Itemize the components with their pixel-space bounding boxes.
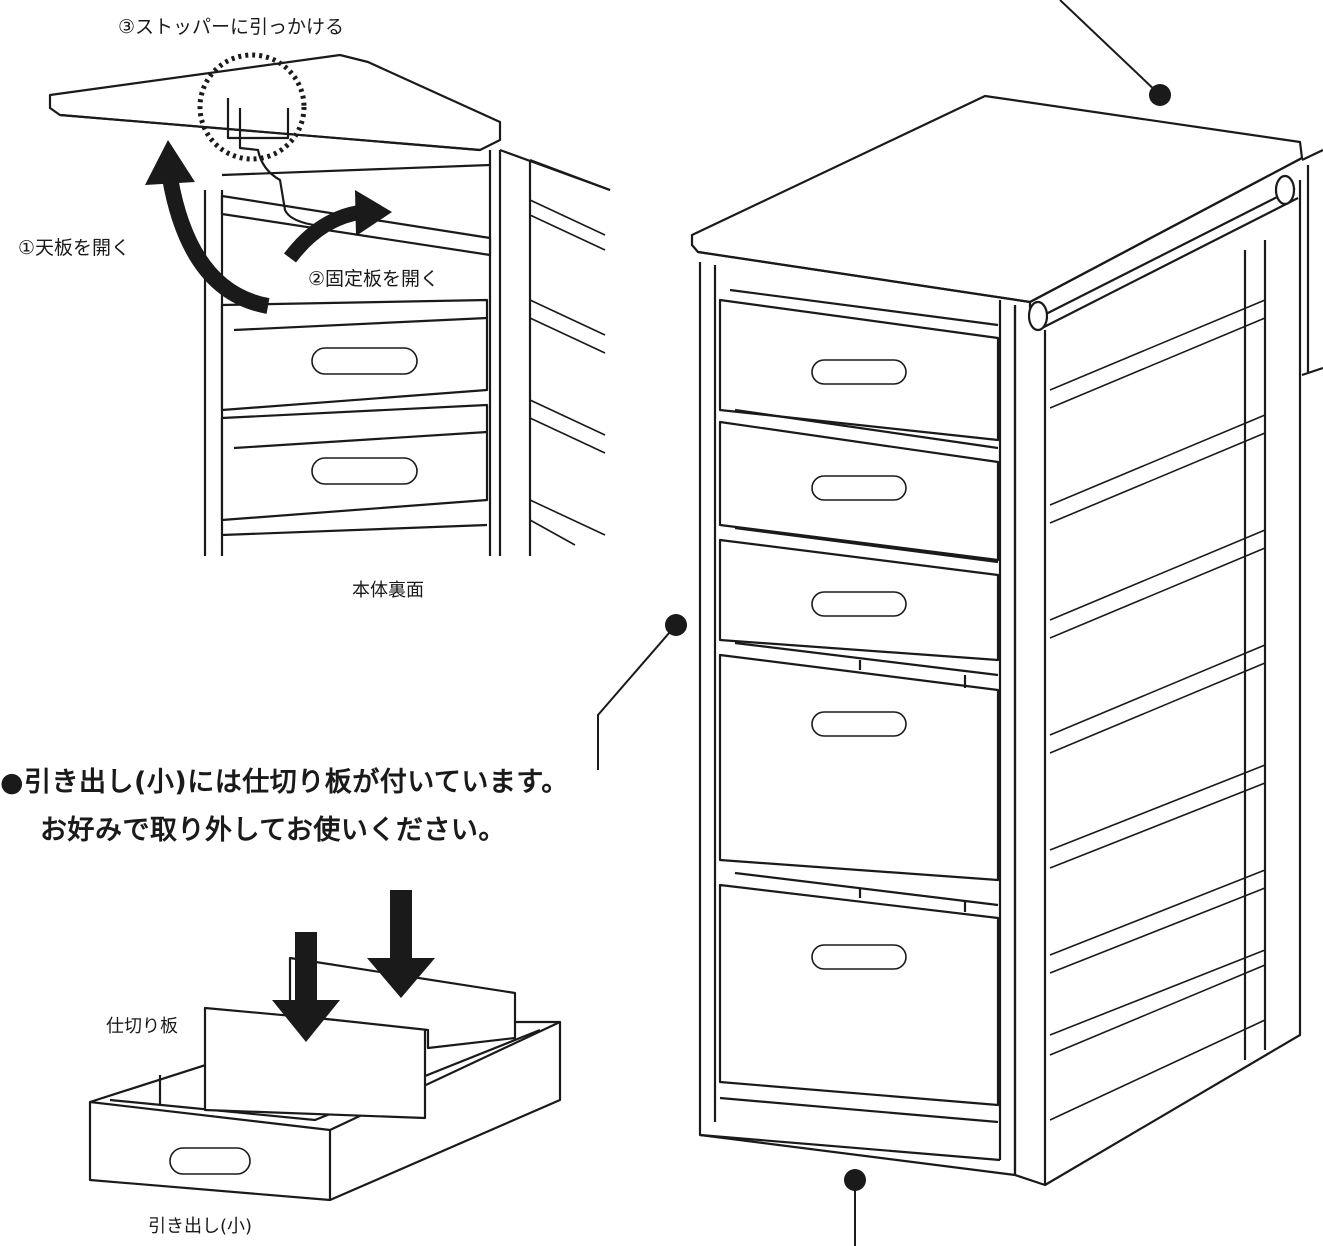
step3-label: ③ストッパーに引っかける: [118, 16, 345, 38]
callout-dot-icon: [1059, 0, 1171, 106]
step2-label: ②固定板を開く: [308, 268, 440, 290]
back-view-illustration: [48, 52, 611, 556]
drawer-small-label: 引き出し(小): [148, 1216, 253, 1237]
down-arrow-icon: [272, 932, 340, 1042]
note-line-2: お好みで取り外してお使いください。: [40, 815, 506, 846]
small-drawer-illustration: [88, 956, 562, 1202]
callout-dot-icon: [844, 1169, 866, 1246]
cabinet-illustration: [690, 94, 1323, 1187]
note-line-1: ●引き出し(小)には仕切り板が付いています。: [0, 767, 569, 798]
callout-dot-icon: [597, 614, 687, 770]
down-arrow-icon: [367, 890, 435, 998]
divider-label: 仕切り板: [106, 1016, 178, 1037]
step1-label: ①天板を開く: [18, 237, 131, 259]
curved-arrow-icon: [284, 190, 392, 263]
curved-arrow-icon: [145, 140, 270, 314]
back-caption: 本体裏面: [352, 580, 424, 601]
